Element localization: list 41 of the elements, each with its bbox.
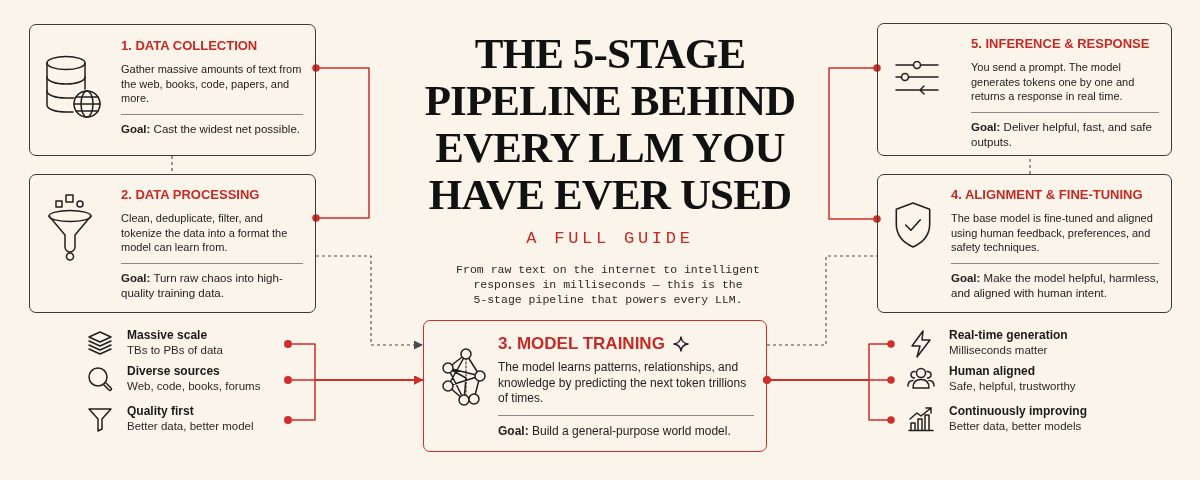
feature-caption: Safe, helpful, trustworthy xyxy=(949,379,1076,394)
connector-line xyxy=(291,375,424,421)
feature-title: Real-time generation xyxy=(949,328,1068,343)
goal-text: Goal: Cast the widest net possible. xyxy=(121,122,301,137)
feature-title: Massive scale xyxy=(127,328,209,343)
goal-text: Goal: Build a general-purpose world model. xyxy=(498,423,732,439)
dashed-connector xyxy=(315,255,424,350)
stage-card xyxy=(29,174,316,313)
feature-caption: Web, code, books, forums xyxy=(127,379,261,394)
stage-title: 1. DATA COLLECTION xyxy=(121,37,258,55)
stage-description: Clean, deduplicate, filter, and tokenize the data into a format the model can learn from. xyxy=(121,211,289,255)
stage-title: 4. ALIGNMENT & FINE-TUNING xyxy=(951,186,1143,204)
stage-description: The model learns patterns, relationships, and knowledge by predicting the next token trillions of times. xyxy=(498,360,748,407)
stage-title: 3. MODEL TRAINING xyxy=(498,333,665,354)
stage-description: Gather massive amounts of text from the web, books, code, papers, and more. xyxy=(121,62,303,106)
connector-line xyxy=(312,64,370,222)
stage-title: 2. DATA PROCESSING xyxy=(121,186,260,204)
stage-title: 5. INFERENCE & RESPONSE xyxy=(971,35,1150,53)
feature-title: Continuously improving xyxy=(949,404,1087,419)
feature-title: Diverse sources xyxy=(127,364,221,379)
feature-caption: Better data, better models xyxy=(949,419,1083,434)
stage-description: The base model is fine-tuned and aligned using human feedback, preferences, and safety techniques. xyxy=(951,211,1154,255)
feature-title: Human aligned xyxy=(949,364,1036,379)
connector-line xyxy=(763,376,895,424)
goal-text: Goal: Deliver helpful, fast, and safe outputs. xyxy=(971,120,1153,150)
subtitle: A FULL GUIDE xyxy=(525,228,695,250)
stage-card xyxy=(877,23,1172,156)
connector-line xyxy=(828,64,881,223)
feature-title: Quality first xyxy=(127,404,195,419)
title: THE 5-STAGE PIPELINE BEHIND EVERY LLM YOU HAVE EVER USED xyxy=(423,30,797,218)
feature-caption: Milliseconds matter xyxy=(949,343,1049,358)
feature-caption: Better data, better model xyxy=(127,419,254,434)
intro-text: From raw text on the internet to intelligent responses in milliseconds — this is the 5-stage pipeline that powers every LLM. xyxy=(455,262,761,307)
stage-card xyxy=(29,24,316,156)
goal-text: Goal: Make the model helpful, harmless, and aligned with human intent. xyxy=(951,271,1159,301)
dashed-connector xyxy=(766,255,878,346)
stage-card xyxy=(423,320,767,452)
stage-description: You send a prompt. The model generates tokens one by one and returns a response in real time. xyxy=(971,60,1136,104)
goal-text: Goal: Turn raw chaos into high-quality training data. xyxy=(121,271,284,301)
feature-caption: TBs to PBs of data xyxy=(127,343,223,358)
stage-card xyxy=(877,174,1172,313)
